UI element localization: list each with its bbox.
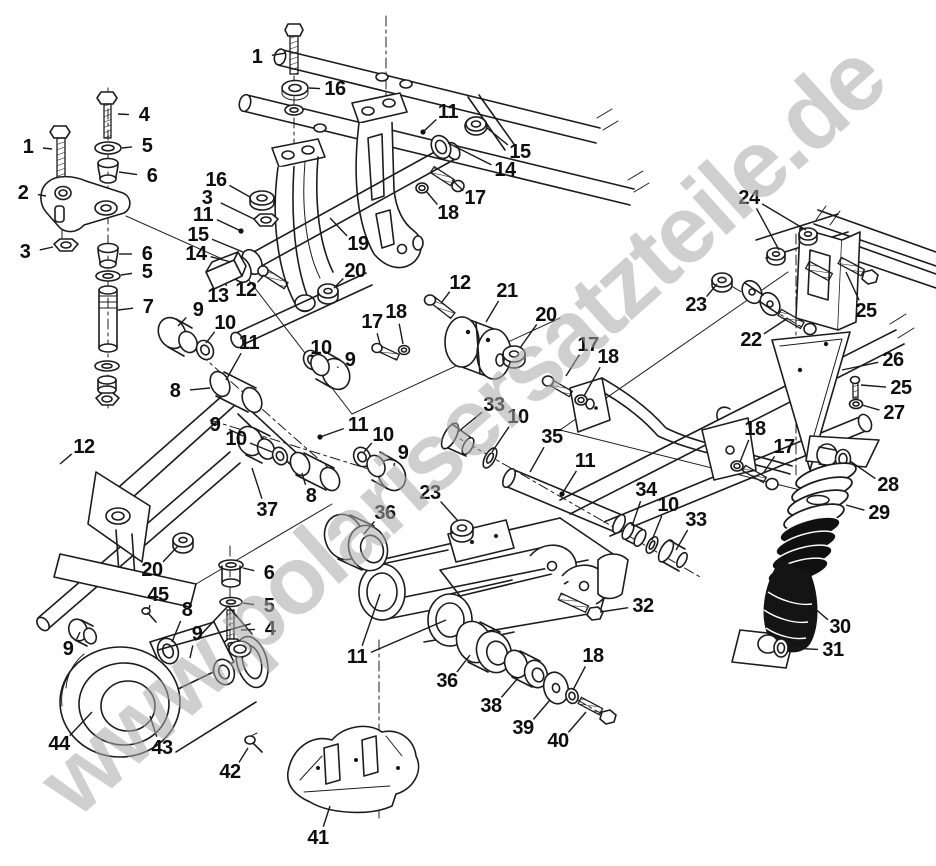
callout-leader-lines [37, 52, 887, 827]
diagram-line-art [36, 15, 936, 821]
